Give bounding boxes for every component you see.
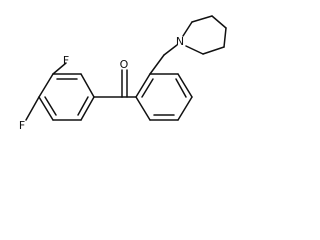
bond-ring-b-to-ch2 <box>149 54 165 75</box>
bond-pip-5 <box>202 46 225 55</box>
atom-label-fluorine-bottom: F <box>19 119 25 132</box>
bond-ch2-to-n <box>163 44 178 56</box>
bond-ring-b-4 <box>177 96 193 121</box>
bond-ring-b-3 <box>177 73 193 98</box>
atom-label-oxygen: O <box>120 58 129 71</box>
benzyl-ring <box>135 73 193 121</box>
bond-ring-b-1 <box>135 73 151 98</box>
double-bond-ring-a-2 <box>44 96 57 116</box>
bond-ring-b-6 <box>135 96 151 121</box>
bond-pip-4 <box>223 27 227 48</box>
piperidine-ring <box>182 15 227 55</box>
atom-label-nitrogen: N <box>176 35 184 48</box>
molecule-svg: F F O N <box>19 15 227 132</box>
bond-ring-a-6 <box>80 96 95 121</box>
bond-pip-6 <box>185 45 204 55</box>
bond-ring-a-to-f-top <box>52 62 67 75</box>
double-bond-ring-b-1 <box>141 78 154 98</box>
bond-ring-a-3 <box>38 73 54 98</box>
bond-pip-1 <box>182 21 193 37</box>
bond-ring-a-4 <box>38 96 54 121</box>
bond-pip-3 <box>211 15 227 29</box>
bond-ring-a-1 <box>80 73 95 98</box>
double-bond-ring-a-3 <box>77 96 89 116</box>
structure-diagram: F F O N <box>0 0 236 157</box>
bond-ring-a-to-f-bottom <box>25 96 40 121</box>
bond-pip-2 <box>191 15 213 23</box>
double-bond-ring-b-2 <box>175 78 187 98</box>
difluorophenyl-ring <box>38 73 95 121</box>
atom-label-fluorine-top: F <box>63 54 69 67</box>
